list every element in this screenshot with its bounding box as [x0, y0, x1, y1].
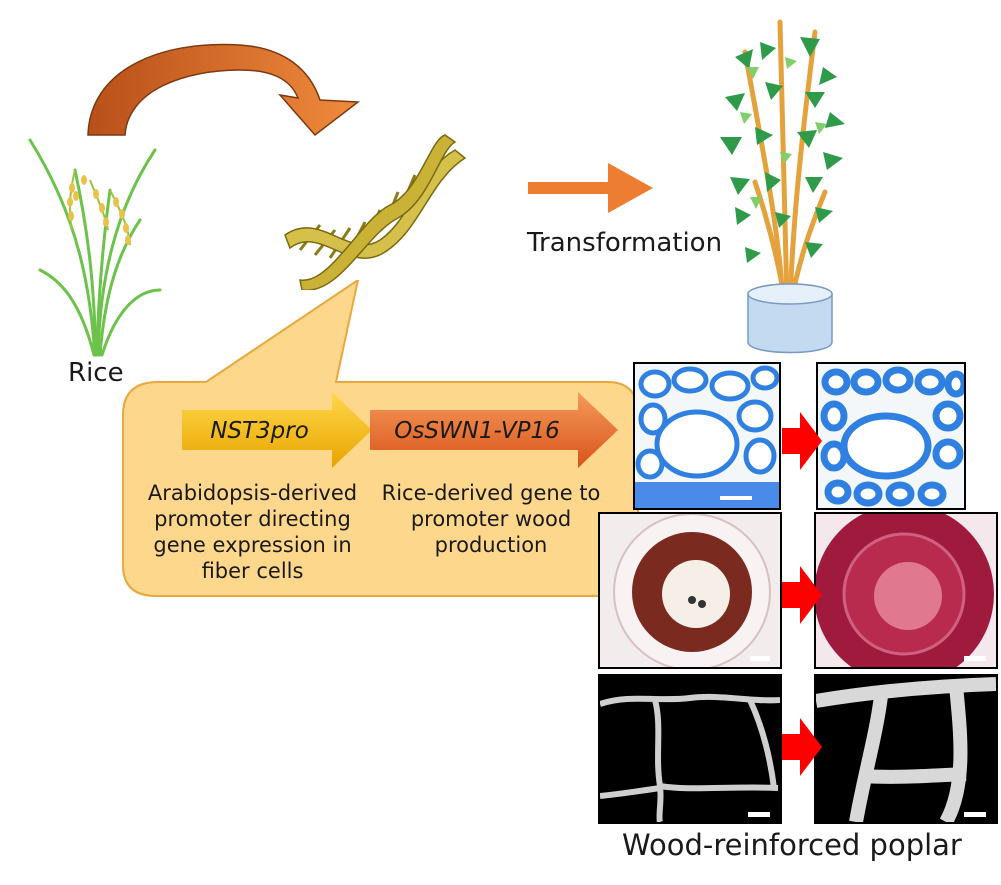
- stem-cross-section-red: [816, 514, 994, 667]
- comparison-arrow-icon: [782, 412, 822, 470]
- micrograph-stain-control: [633, 362, 781, 510]
- fiber-wall-sem-thick: [816, 677, 996, 822]
- gene-name: OsSWN1-VP16: [394, 418, 560, 444]
- poplar-tree-icon: [720, 19, 845, 354]
- promoter-description: Arabidopsis-derived promoter directing g…: [147, 481, 358, 583]
- micrograph-cross-section-transgenic: [814, 512, 998, 669]
- gene-description: Rice-derived gene to promoter wood produ…: [381, 481, 601, 557]
- promoter-arrow-icon: [182, 392, 372, 468]
- comparison-arrow-icon: [782, 718, 822, 776]
- promoter-name: NST3pro: [210, 418, 309, 444]
- poplar-label: Wood-reinforced poplar: [622, 828, 962, 862]
- micrograph-cross-section-control: [598, 512, 782, 669]
- blue-cell-wall-pattern: [635, 365, 779, 508]
- gene-arrow-icon: [370, 392, 618, 468]
- rice-plant-icon: [28, 138, 162, 357]
- fiber-wall-sem: [600, 693, 780, 822]
- micrograph-sem-transgenic: [814, 674, 998, 824]
- blue-cell-wall-pattern-thick: [820, 366, 964, 507]
- transformation-label: Transformation: [527, 228, 723, 258]
- micrograph-sem-control: [598, 674, 782, 824]
- stem-cross-section: [613, 514, 771, 667]
- curved-arrow-icon: [87, 43, 361, 137]
- transformation-arrow-icon: [528, 163, 653, 213]
- comparison-arrow-icon: [782, 566, 822, 624]
- rice-label: Rice: [68, 358, 124, 388]
- micrograph-stain-transgenic: [816, 362, 966, 510]
- dna-helix-icon: [284, 134, 467, 290]
